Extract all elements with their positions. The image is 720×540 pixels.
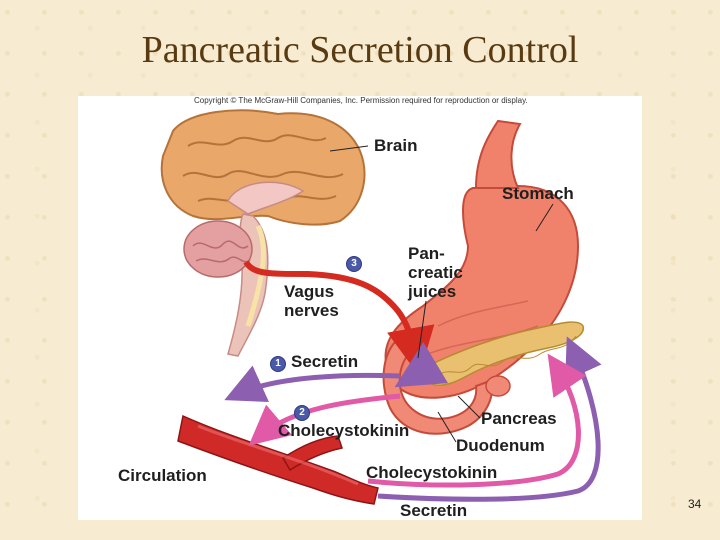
pancreatic-control-diagram [160, 109, 602, 505]
step-badge-3: 3 [346, 256, 362, 272]
label-vagus-nerves-line-1: Vagus [284, 282, 335, 301]
brain-illustration [160, 109, 366, 357]
label-secretin-return: Secretin [400, 501, 468, 520]
pancreatic-juice-leader-line [417, 300, 427, 359]
step-badge-1: 1 [270, 356, 286, 372]
duodenum-leader-line [437, 411, 457, 443]
secretin-arrow-out [224, 365, 401, 402]
cholecystokinin-arrow-out [248, 393, 401, 446]
copyright-notice: Copyright © The McGraw-Hill Companies, I… [194, 96, 528, 105]
label-pancreatic-juices-line-1: Pan- [408, 244, 445, 263]
label-stomach: Stomach [502, 184, 574, 203]
brain-leader-line [329, 145, 369, 152]
label-duodenum: Duodenum [456, 436, 545, 455]
vagus-nerve-arrow [243, 260, 435, 376]
label-secretin: Secretin [291, 352, 359, 371]
pancreatic-juice-arrow [394, 341, 449, 388]
cholecystokinin-return-arrow [367, 353, 587, 488]
label-pancreatic-juices-line-2: creatic [408, 263, 463, 282]
label-brain: Brain [374, 136, 418, 155]
label-vagus-nerves: Vagus nerves [284, 282, 339, 320]
pancreas-leader-line [457, 395, 481, 419]
slide-title: Pancreatic Secretion Control [141, 29, 579, 71]
figure-panel: Copyright © The McGraw-Hill Companies, I… [78, 96, 642, 520]
slide-number: 34 [688, 497, 702, 511]
label-circulation: Circulation [118, 466, 207, 485]
step-badge-2: 2 [294, 405, 310, 421]
label-vagus-nerves-line-2: nerves [284, 301, 339, 320]
label-pancreas: Pancreas [481, 409, 557, 428]
label-pancreatic-juices-line-3: juices [408, 282, 457, 301]
label-pancreatic-juices: Pan- creatic juices [408, 244, 463, 301]
label-cholecystokinin-return: Cholecystokinin [366, 463, 498, 482]
stomach-leader-line [535, 203, 554, 232]
secretin-return-arrow [377, 336, 602, 502]
label-cholecystokinin: Cholecystokinin [278, 421, 410, 440]
blood-vessel-illustration [177, 414, 379, 505]
